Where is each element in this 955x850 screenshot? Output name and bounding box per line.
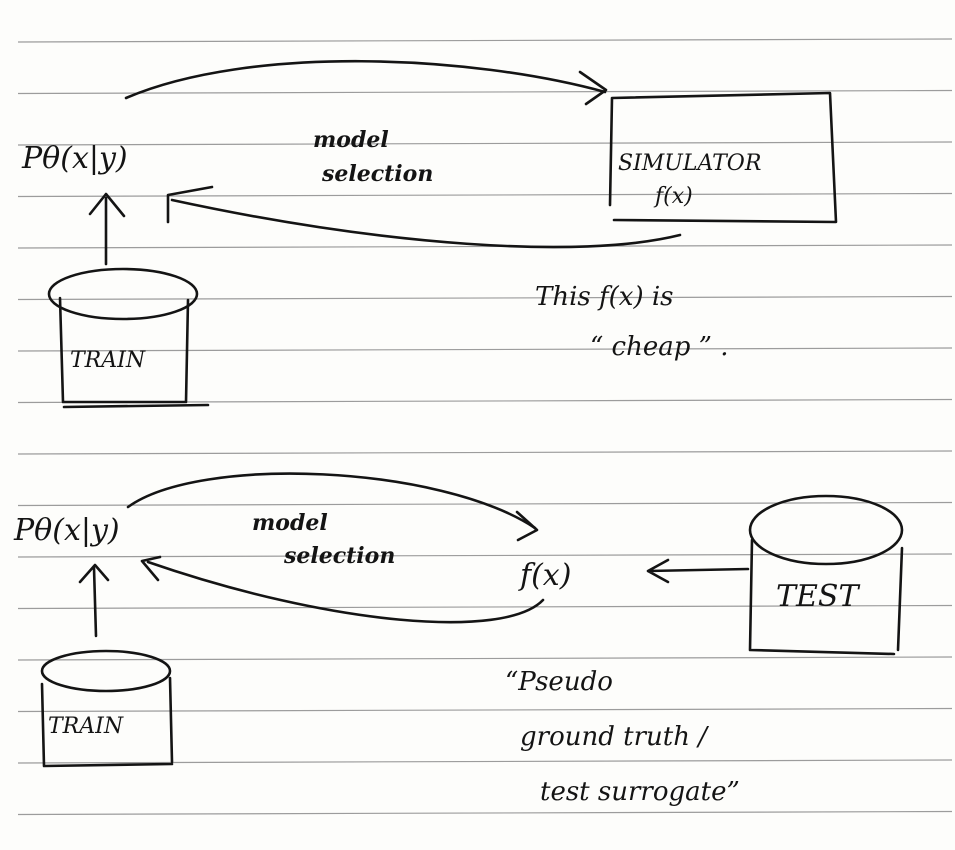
test-to-function-arrow (646, 558, 750, 584)
bottom-model-label: Pθ(x|y) (13, 513, 120, 548)
ruled-line (17, 450, 953, 455)
ruled-line (17, 604, 953, 610)
bottom-return-arrowhead (140, 555, 162, 582)
ruled-line (17, 553, 953, 558)
ruled-line (17, 244, 953, 249)
simulator-label-line2: f(x) (653, 184, 693, 209)
bottom-arc-label-line1: model (252, 510, 328, 536)
bottom-train-cylinder (40, 649, 174, 768)
ruled-line (17, 707, 953, 713)
top-train-arrow (88, 192, 126, 266)
simulator-box (608, 91, 838, 224)
bottom-train-label: TRAIN (48, 714, 124, 739)
bottom-return-arc (146, 560, 545, 624)
test-cylinder (748, 494, 904, 656)
bottom-forward-arrowhead (515, 510, 539, 542)
ruled-line (17, 89, 953, 95)
top-diagram: Pθ(x|y) model selection SIMULATOR f(x) T… (21, 59, 838, 409)
top-note-line2: “ cheap ” . (590, 332, 728, 362)
top-return-arc (170, 198, 682, 249)
top-note-line1: This f(x) is (535, 282, 674, 312)
top-arc-label-line1: model (313, 127, 389, 153)
top-forward-arc (124, 59, 607, 100)
test-label: TEST (776, 579, 860, 614)
bottom-forward-arc (126, 472, 537, 530)
ruled-line (17, 810, 953, 816)
bottom-arc-label-line2: selection (283, 543, 395, 569)
ruled-line (17, 38, 953, 43)
top-forward-arrowhead (578, 70, 608, 106)
top-train-label: TRAIN (70, 348, 146, 373)
bottom-note-line2: ground truth / (520, 722, 709, 752)
bottom-function-label: f(x) (518, 558, 571, 593)
bottom-diagram: Pθ(x|y) model selection f(x) TEST TRAIN … (13, 472, 904, 807)
ruled-line (17, 347, 953, 352)
top-return-arrowhead (166, 185, 214, 224)
simulator-label-line1: SIMULATOR (618, 151, 761, 176)
ruled-line (17, 656, 953, 661)
ruled-line (17, 141, 953, 146)
top-model-label: Pθ(x|y) (21, 141, 128, 176)
ruled-line (17, 192, 953, 198)
top-train-cylinder (47, 267, 210, 409)
ruled-line (17, 295, 953, 301)
ruled-line (17, 759, 953, 764)
bottom-note-line1: “Pseudo (505, 667, 613, 697)
top-arc-label-line2: selection (321, 161, 433, 187)
bottom-note-line3: test surrogate” (540, 777, 740, 807)
bottom-train-arrow (78, 563, 110, 638)
